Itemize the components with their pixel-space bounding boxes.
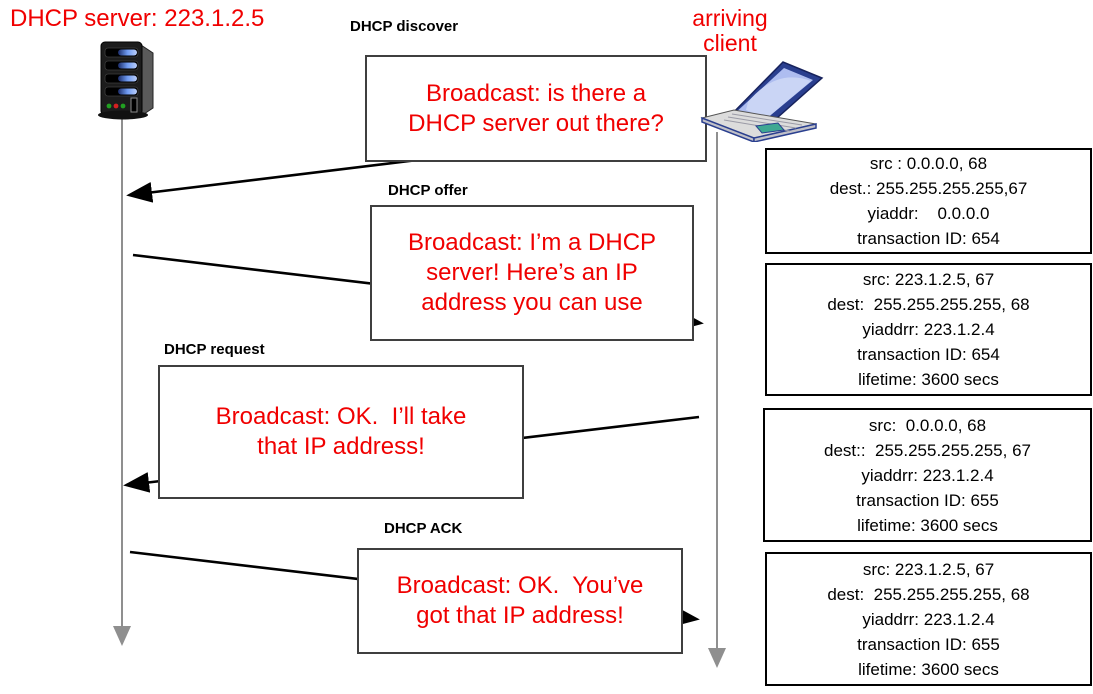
- packet-box-request: src: 0.0.0.0, 68 dest:: 255.255.255.255,…: [763, 408, 1092, 542]
- packet-line: src: 223.1.2.5, 67: [862, 559, 995, 579]
- message-line: Broadcast: OK. You’ve: [396, 572, 644, 599]
- packet-line: dest: 255.255.255.255, 68: [827, 584, 1030, 604]
- packet-line: src: 223.1.2.5, 67: [862, 270, 995, 289]
- message-line: server! Here’s an IP: [426, 259, 638, 286]
- packet-line: lifetime: 3600 secs: [857, 515, 998, 535]
- packet-line: yiaddr: 0.0.0.0: [867, 204, 990, 223]
- dhcp-request-box: Broadcast: OK. I’ll take that IP address…: [158, 365, 524, 499]
- server-icon: [96, 40, 158, 125]
- arriving-client-line1: arriving: [692, 5, 768, 31]
- arriving-client-line2: client: [703, 30, 757, 56]
- packet-line: yiaddrr: 223.1.2.4: [862, 609, 995, 629]
- packet-line: yiaddrr: 223.1.2.4: [861, 465, 994, 485]
- message-line: DHCP server out there?: [408, 109, 664, 137]
- dhcp-server-title: DHCP server: 223.1.2.5: [10, 5, 265, 32]
- packet-line: dest:: 255.255.255.255, 67: [823, 440, 1031, 460]
- message-line: Broadcast: I’m a DHCP: [407, 229, 657, 256]
- dhcp-discover-box: Broadcast: is there a DHCP server out th…: [365, 55, 707, 162]
- packet-box-offer: src: 223.1.2.5, 67 dest: 255.255.255.255…: [765, 263, 1092, 396]
- packet-line: lifetime: 3600 secs: [858, 659, 999, 679]
- packet-line: src: 0.0.0.0, 68: [868, 415, 987, 435]
- dhcp-discover-label: DHCP discover: [350, 18, 459, 35]
- packet-box-ack: src: 223.1.2.5, 67 dest: 255.255.255.255…: [765, 552, 1092, 686]
- message-line: Broadcast: OK. I’ll take: [215, 403, 467, 430]
- packet-line: transaction ID: 655: [857, 634, 1000, 654]
- packet-line: src : 0.0.0.0, 68: [869, 154, 988, 173]
- packet-line: dest: 255.255.255.255, 68: [827, 295, 1030, 314]
- packet-line: transaction ID: 655: [856, 490, 999, 510]
- packet-line: transaction ID: 654: [857, 229, 1000, 248]
- packet-line: lifetime: 3600 secs: [858, 370, 999, 389]
- dhcp-ack-box: Broadcast: OK. You’ve got that IP addres…: [357, 548, 683, 654]
- packet-line: yiaddrr: 223.1.2.4: [862, 320, 995, 339]
- packet-line: transaction ID: 654: [857, 345, 1000, 364]
- message-line: that IP address!: [257, 433, 425, 460]
- message-line: Broadcast: is there a: [425, 79, 647, 107]
- dhcp-ack-label: DHCP ACK: [384, 520, 463, 537]
- dhcp-offer-label: DHCP offer: [388, 182, 468, 199]
- message-line: got that IP address!: [416, 602, 624, 629]
- dhcp-request-label: DHCP request: [164, 341, 265, 358]
- packet-line: dest.: 255.255.255.255,67: [829, 179, 1028, 198]
- message-line: address you can use: [421, 289, 643, 316]
- laptop-icon: [698, 60, 826, 147]
- packet-box-discover: src : 0.0.0.0, 68 dest.: 255.255.255.255…: [765, 148, 1092, 254]
- arriving-client-label: arriving client: [672, 6, 788, 56]
- dhcp-offer-box: Broadcast: I’m a DHCP server! Here’s an …: [370, 205, 694, 341]
